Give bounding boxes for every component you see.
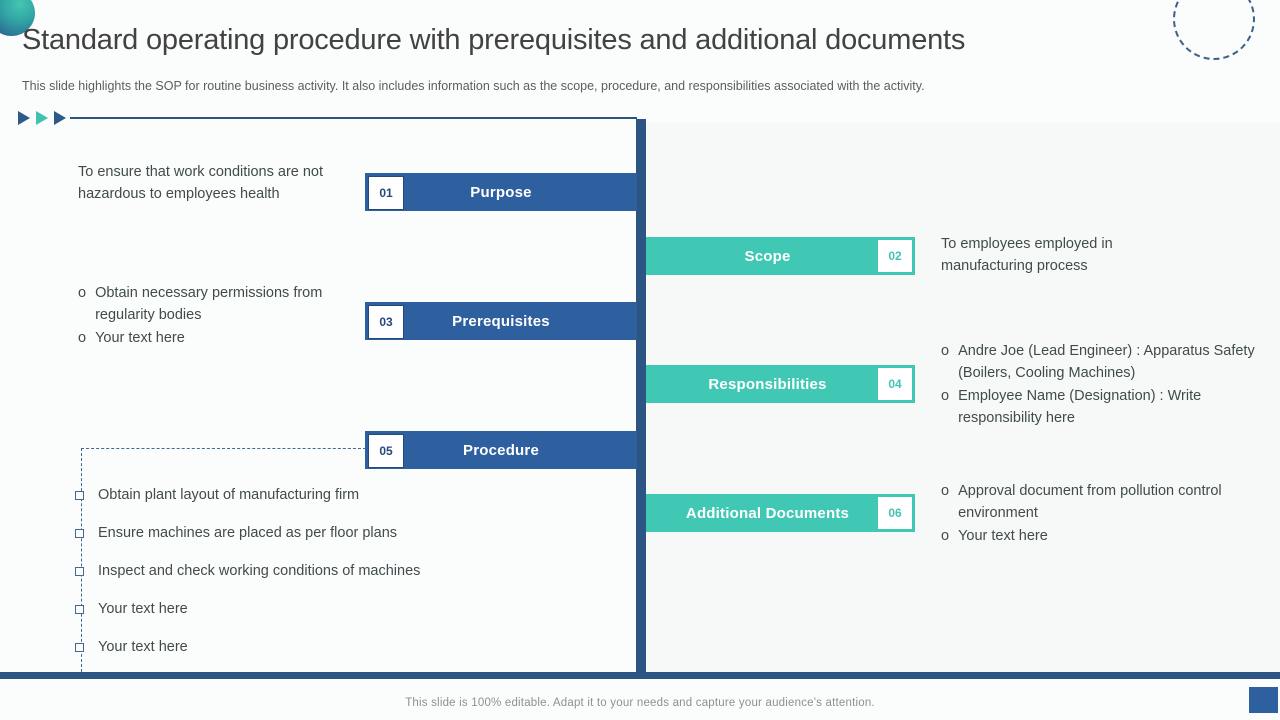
- section-bar-responsibilities: Responsibilities 04: [646, 365, 915, 403]
- procedure-step-text: Ensure machines are placed as per floor …: [98, 525, 398, 541]
- purpose-label: Purpose: [470, 183, 532, 201]
- section-bar-purpose: 01 Purpose: [365, 173, 637, 211]
- circle-bullet-icon: o: [941, 527, 950, 544]
- additional-documents-label: Additional Documents: [685, 504, 850, 522]
- procedure-step: Your text here: [75, 639, 188, 655]
- procedure-step-text: Your text here: [98, 601, 188, 617]
- bullet-item: o Obtain necessary permissions from regu…: [78, 282, 326, 327]
- square-bullet-icon: [75, 490, 84, 500]
- circle-bullet-icon: o: [78, 285, 87, 301]
- slide-subtitle: This slide highlights the SOP for routin…: [22, 79, 925, 93]
- additional-documents-number-badge: 06: [878, 497, 912, 529]
- procedure-number-badge: 05: [368, 434, 404, 468]
- procedure-step-text: Your text here: [98, 639, 188, 655]
- timeline-spine: [636, 119, 646, 672]
- triangle-icon: [54, 111, 66, 125]
- procedure-step-text: Inspect and check working conditions of …: [98, 563, 421, 579]
- prerequisites-label: Prerequisites: [452, 312, 550, 330]
- section-bar-procedure: 05 Procedure: [365, 431, 637, 469]
- scope-label: Scope: [744, 247, 791, 265]
- bullet-text: Your text here: [95, 329, 185, 346]
- responsibilities-bullets: o Andre Joe (Lead Engineer) : Apparatus …: [941, 340, 1266, 430]
- square-bullet-icon: [75, 642, 84, 652]
- procedure-label: Procedure: [463, 441, 539, 459]
- section-bar-additional-documents: Additional Documents 06: [646, 494, 915, 532]
- square-bullet-icon: [75, 528, 84, 538]
- circle-bullet-icon: o: [941, 343, 950, 359]
- editable-note: This slide is 100% editable. Adapt it to…: [405, 697, 875, 709]
- triangle-icon: [36, 111, 48, 125]
- responsibilities-number-badge: 04: [878, 368, 912, 400]
- circle-bullet-icon: o: [78, 329, 87, 346]
- square-bullet-icon: [75, 604, 84, 614]
- procedure-connector-horizontal: [81, 448, 366, 449]
- bullet-text: Employee Name (Designation) : Write resp…: [958, 387, 1202, 427]
- bullet-item: o Employee Name (Designation) : Write re…: [941, 385, 1266, 430]
- section-bar-prerequisites: 03 Prerequisites: [365, 302, 637, 340]
- square-bullet-icon: [75, 566, 84, 576]
- bullet-text: Andre Joe (Lead Engineer) : Apparatus Sa…: [958, 343, 1255, 382]
- section-bar-scope: Scope 02: [646, 237, 915, 275]
- scope-number-badge: 02: [878, 240, 912, 272]
- header-divider-line: [70, 117, 637, 119]
- bullet-item: o Andre Joe (Lead Engineer) : Apparatus …: [941, 340, 1266, 385]
- scope-text: To employees employed in manufacturing p…: [941, 236, 1113, 274]
- responsibilities-label: Responsibilities: [708, 375, 827, 393]
- bullet-text: Approval document from pollution control…: [958, 483, 1222, 522]
- bullet-item: o Your text here: [941, 525, 1241, 547]
- prerequisites-bullets: o Obtain necessary permissions from regu…: [78, 282, 326, 349]
- procedure-step-text: Obtain plant layout of manufacturing fir…: [98, 487, 360, 503]
- arrow-icons: [18, 111, 66, 125]
- procedure-connector-vertical: [81, 448, 82, 672]
- additional-documents-bullets: o Approval document from pollution contr…: [941, 480, 1241, 547]
- procedure-step: Inspect and check working conditions of …: [75, 563, 420, 579]
- prerequisites-number-badge: 03: [368, 305, 404, 339]
- page-title: Standard operating procedure with prereq…: [22, 24, 966, 56]
- circle-bullet-icon: o: [941, 387, 950, 404]
- circle-bullet-icon: o: [941, 483, 950, 499]
- purpose-number-badge: 01: [368, 176, 404, 210]
- bullet-text: Obtain necessary permissions from regula…: [95, 285, 323, 324]
- bullet-text: Your text here: [958, 527, 1048, 544]
- procedure-step: Ensure machines are placed as per floor …: [75, 525, 397, 541]
- purpose-text: To ensure that work conditions are not h…: [78, 164, 324, 202]
- bullet-item: o Approval document from pollution contr…: [941, 480, 1241, 525]
- triangle-icon: [18, 111, 30, 125]
- decor-corner-square: [1249, 687, 1278, 713]
- procedure-step: Your text here: [75, 601, 188, 617]
- bottom-divider-line: [0, 672, 1280, 679]
- bullet-item: o Your text here: [78, 327, 326, 349]
- procedure-step: Obtain plant layout of manufacturing fir…: [75, 487, 359, 503]
